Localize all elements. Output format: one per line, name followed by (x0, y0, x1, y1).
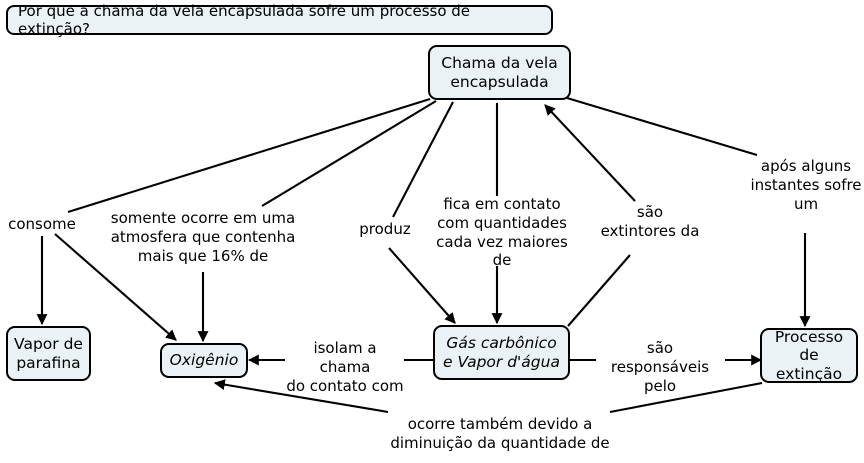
edge-ocorre-oxigenio (213, 379, 389, 414)
node-label: Vapor de parafina (14, 335, 83, 372)
link-label-fica-em-contato: fica em contato com quantidades cada vez… (436, 195, 568, 270)
link-label-consome: consome (8, 215, 76, 233)
link-label-produz: produz (359, 220, 411, 238)
node-gas-carbonico-e-vapor-dagua[interactable]: Gás carbônico e Vapor d'água (433, 325, 570, 380)
edge-gas-extintores (567, 254, 631, 327)
node-chama-da-vela-encapsulada[interactable]: Chama da vela encapsulada (428, 45, 571, 100)
node-label: Chama da vela encapsulada (441, 54, 558, 91)
link-label-ocorre-tambem: ocorre também devido a diminuição da qua… (390, 415, 610, 452)
edge-chama-somente (261, 100, 437, 207)
node-processo-de-extincao[interactable]: Processo de extinção (760, 328, 858, 383)
node-vapor-de-parafina[interactable]: Vapor de parafina (6, 326, 91, 381)
link-label-somente-ocorre: somente ocorre em uma atmosfera que cont… (110, 209, 296, 265)
node-oxigenio[interactable]: Oxigênio (160, 343, 248, 378)
node-label: Gás carbônico e Vapor d'água (443, 334, 560, 371)
node-label: Oxigênio (169, 351, 239, 370)
edge-extintores-chama (544, 104, 636, 202)
edge-processo-ocorre (609, 381, 763, 414)
node-label: Processo de extinção (774, 328, 844, 383)
edge-chama-consome (67, 97, 431, 214)
link-label-isolam-a-chama: isolam a chama do contato com (286, 339, 404, 395)
focus-question-box: Por que a chama da vela encapsulada sofr… (6, 2, 553, 38)
link-label-apos-alguns-instantes: após alguns instantes sofre um (750, 157, 862, 213)
link-label-sao-responsaveis-pelo: são responsáveis pelo (610, 339, 710, 395)
edge-produz-gas (388, 247, 456, 324)
edge-consome-oxigenio (54, 233, 177, 341)
edge-chama-apos (566, 96, 758, 157)
focus-question-text: Por que a chama da vela encapsulada sofr… (18, 2, 471, 38)
edge-chama-produz (392, 101, 454, 218)
link-label-sao-extintores-da: são extintores da (600, 203, 700, 240)
